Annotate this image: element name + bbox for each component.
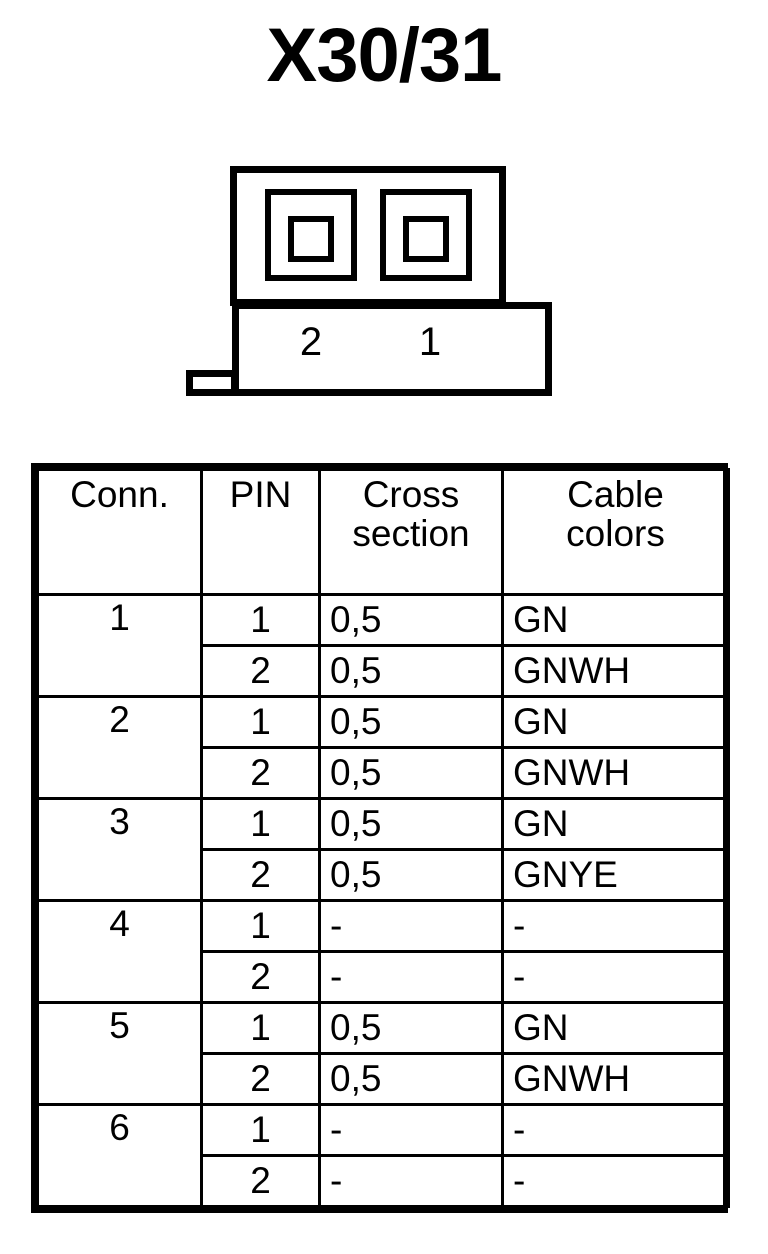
cell-cable-color: GN [501, 1001, 730, 1055]
cell-cross-section: - [318, 1154, 504, 1208]
pinout-table-header: Conn. PIN Cross section Cable colors [36, 468, 730, 596]
cell-cross-section: - [318, 899, 504, 953]
cell-cable-color: - [501, 899, 730, 953]
cell-cable-color: GNWH [501, 746, 730, 800]
cell-cross-section: 0,5 [318, 593, 504, 647]
connector-latch-tab [186, 370, 238, 396]
cell-cable-color: - [501, 1103, 730, 1157]
cell-cross-section: 0,5 [318, 848, 504, 902]
column-header-pin: PIN [200, 468, 321, 596]
cell-cross-section: - [318, 950, 504, 1004]
connector-pin-label-2: 2 [299, 320, 323, 364]
cell-cable-color: GNYE [501, 848, 730, 902]
cell-pin-number: 2 [200, 950, 321, 1004]
column-header-cross-section: Cross section [318, 468, 504, 596]
cell-pin-number: 1 [200, 797, 321, 851]
cell-connector-number: 1 [36, 593, 203, 698]
table-header-row: Conn. PIN Cross section Cable colors [36, 468, 730, 596]
cell-cable-color: GNWH [501, 1052, 730, 1106]
connector-housing-lower [232, 302, 552, 396]
cell-cable-color: GN [501, 797, 730, 851]
cell-pin-number: 2 [200, 746, 321, 800]
cell-cable-color: GN [501, 593, 730, 647]
cell-pin-number: 2 [200, 1052, 321, 1106]
cell-pin-number: 1 [200, 1103, 321, 1157]
cell-connector-number: 2 [36, 695, 203, 800]
column-header-cable-colors-line-2: colors [566, 513, 665, 555]
page-title: X30/31 [266, 13, 503, 98]
pin-cavity-inner-2 [288, 216, 334, 262]
cell-cross-section: 0,5 [318, 695, 504, 749]
pin-cavity-inner-1 [403, 216, 449, 262]
column-header-cross-section-line-1: Cross [362, 474, 460, 515]
cell-cable-color: - [501, 1154, 730, 1208]
column-header-cross-section-line-2: section [352, 513, 470, 555]
cell-pin-number: 1 [200, 899, 321, 953]
column-header-conn-line-1: Conn. [70, 474, 169, 515]
table-row: 2-- [38, 950, 730, 1004]
cell-connector-number: 4 [36, 899, 203, 1004]
cell-cross-section: 0,5 [318, 644, 504, 698]
cell-pin-number: 2 [200, 848, 321, 902]
cell-cross-section: 0,5 [318, 1001, 504, 1055]
cell-pin-number: 1 [200, 695, 321, 749]
cell-connector-number: 5 [36, 1001, 203, 1106]
connector-drawing: 2 1 [0, 0, 768, 430]
cell-cross-section: 0,5 [318, 746, 504, 800]
cell-pin-number: 1 [200, 1001, 321, 1055]
cell-pin-number: 1 [200, 593, 321, 647]
cell-pin-number: 2 [200, 1154, 321, 1208]
column-header-conn: Conn. [36, 468, 203, 596]
cell-pin-number: 2 [200, 644, 321, 698]
cell-cable-color: GNWH [501, 644, 730, 698]
cell-connector-number: 3 [36, 797, 203, 902]
cell-cross-section: - [318, 1103, 504, 1157]
cell-cable-color: - [501, 950, 730, 1004]
cell-cross-section: 0,5 [318, 1052, 504, 1106]
column-header-cable-colors: Cable colors [501, 468, 730, 596]
column-header-pin-line-1: PIN [229, 474, 292, 515]
cell-cable-color: GN [501, 695, 730, 749]
cell-cross-section: 0,5 [318, 797, 504, 851]
table-row: 2-- [38, 1154, 730, 1208]
cell-connector-number: 6 [36, 1103, 203, 1208]
connector-pin-label-1: 1 [418, 320, 442, 364]
column-header-cable-colors-line-1: Cable [567, 474, 664, 515]
